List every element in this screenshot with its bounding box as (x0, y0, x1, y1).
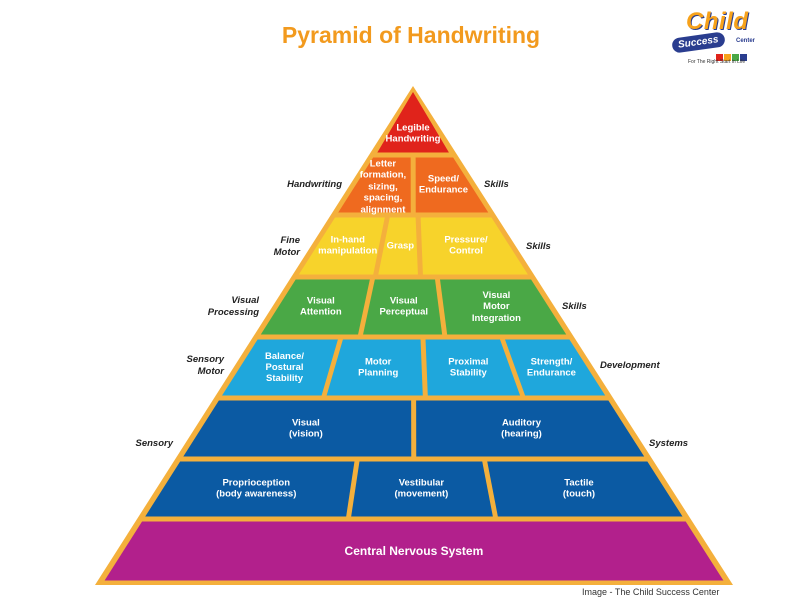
pyramid-cell-sensory_motor-3 (504, 339, 606, 396)
image-credit: Image - The Child Success Center (582, 587, 720, 597)
pyramid-cell-fine_motor-1 (378, 217, 418, 275)
cell-label-legible-handwriting: Legible Handwriting (385, 122, 441, 145)
pyramid-cell-sensory_motor-0 (222, 339, 338, 396)
child-success-center-logo: Child Success Center For The Right Start… (668, 8, 778, 68)
pyramid-outline (95, 86, 733, 585)
logo-word-center: Center (736, 38, 756, 44)
pyramid-cell-visual-1 (363, 279, 443, 335)
pyramid-cell-cns-0 (104, 521, 724, 581)
pyramid-cell-fine_motor-0 (298, 217, 385, 275)
side-label-sensory-right: Systems (649, 438, 689, 450)
cell-label-fine_motor-2: Pressure/ Control (444, 234, 488, 257)
side-label-fine-motor-right: Skills (526, 241, 551, 253)
cell-label-sensory2-1: Vestibular (movement) (394, 477, 449, 500)
pyramid-cell-visual-2 (440, 279, 567, 335)
pyramid-cell-sensory1-1 (416, 400, 645, 457)
cell-label-sensory_motor-3: Strength/ Endurance (526, 356, 576, 379)
pyramid-cell-visual-0 (260, 279, 370, 335)
cell-label-central-nervous-system: Central Nervous System (344, 543, 484, 558)
cell-label-sensory1-0: Visual (vision) (288, 417, 323, 440)
side-label-sensory-left: Sensory (135, 438, 174, 450)
side-label-sensory-motor-right: Development (600, 360, 660, 372)
pyramid-cell-sensory2-2 (487, 461, 683, 517)
side-label-handwriting-left: Handwriting (287, 179, 342, 191)
pyramid-cell-fine_motor-2 (420, 217, 528, 275)
cell-label-sensory1-1: Auditory (hearing) (501, 417, 542, 440)
cell-label-visual-0: Visual Attention (299, 295, 342, 318)
cell-label-visual-1: Visual Perceptual (379, 295, 429, 318)
pyramid-cell-sensory2-0 (145, 461, 355, 517)
logo-tagline: For The Right Start in Life (688, 59, 746, 65)
cell-label-fine_motor-0: In-hand manipulation (318, 234, 378, 257)
pyramid-cell-sensory1-0 (183, 400, 412, 457)
side-label-fine-motor-left: Fine Motor (273, 235, 300, 258)
pyramid-cell-handwriting-1 (415, 157, 489, 213)
cell-label-sensory2-0: Proprioception (body awareness) (216, 477, 297, 500)
side-label-visual-right: Skills (562, 301, 587, 313)
logo-word-child: Child (686, 8, 749, 35)
pyramid-cell-legible-0 (377, 92, 449, 153)
cell-label-sensory_motor-2: Proximal Stability (448, 356, 489, 379)
cell-label-handwriting-0: Letter formation, sizing, spacing, align… (359, 158, 407, 216)
cell-label-fine_motor-1: Grasp (386, 240, 415, 252)
logo-color-squares (716, 48, 748, 66)
cell-label-sensory_motor-0: Balance/ Postural Stability (264, 350, 305, 385)
pyramid-cell-sensory_motor-1 (326, 339, 423, 396)
cell-label-sensory_motor-1: Motor Planning (358, 356, 399, 379)
pyramid-cell-sensory2-1 (351, 461, 493, 517)
cell-label-visual-2: Visual Motor Integration (471, 289, 521, 324)
side-label-sensory-motor-left: Sensory Motor (186, 354, 225, 377)
pyramid-cell-handwriting-0 (338, 157, 411, 213)
side-label-visual-left: Visual Processing (207, 295, 259, 318)
cell-label-sensory2-2: Tactile (touch) (562, 477, 596, 500)
cell-label-handwriting-1: Speed/ Endurance (418, 173, 468, 196)
pyramid-cell-sensory_motor-2 (425, 339, 521, 396)
page-title: Pyramid of Handwriting (281, 22, 541, 48)
side-label-handwriting-right: Skills (484, 179, 509, 191)
